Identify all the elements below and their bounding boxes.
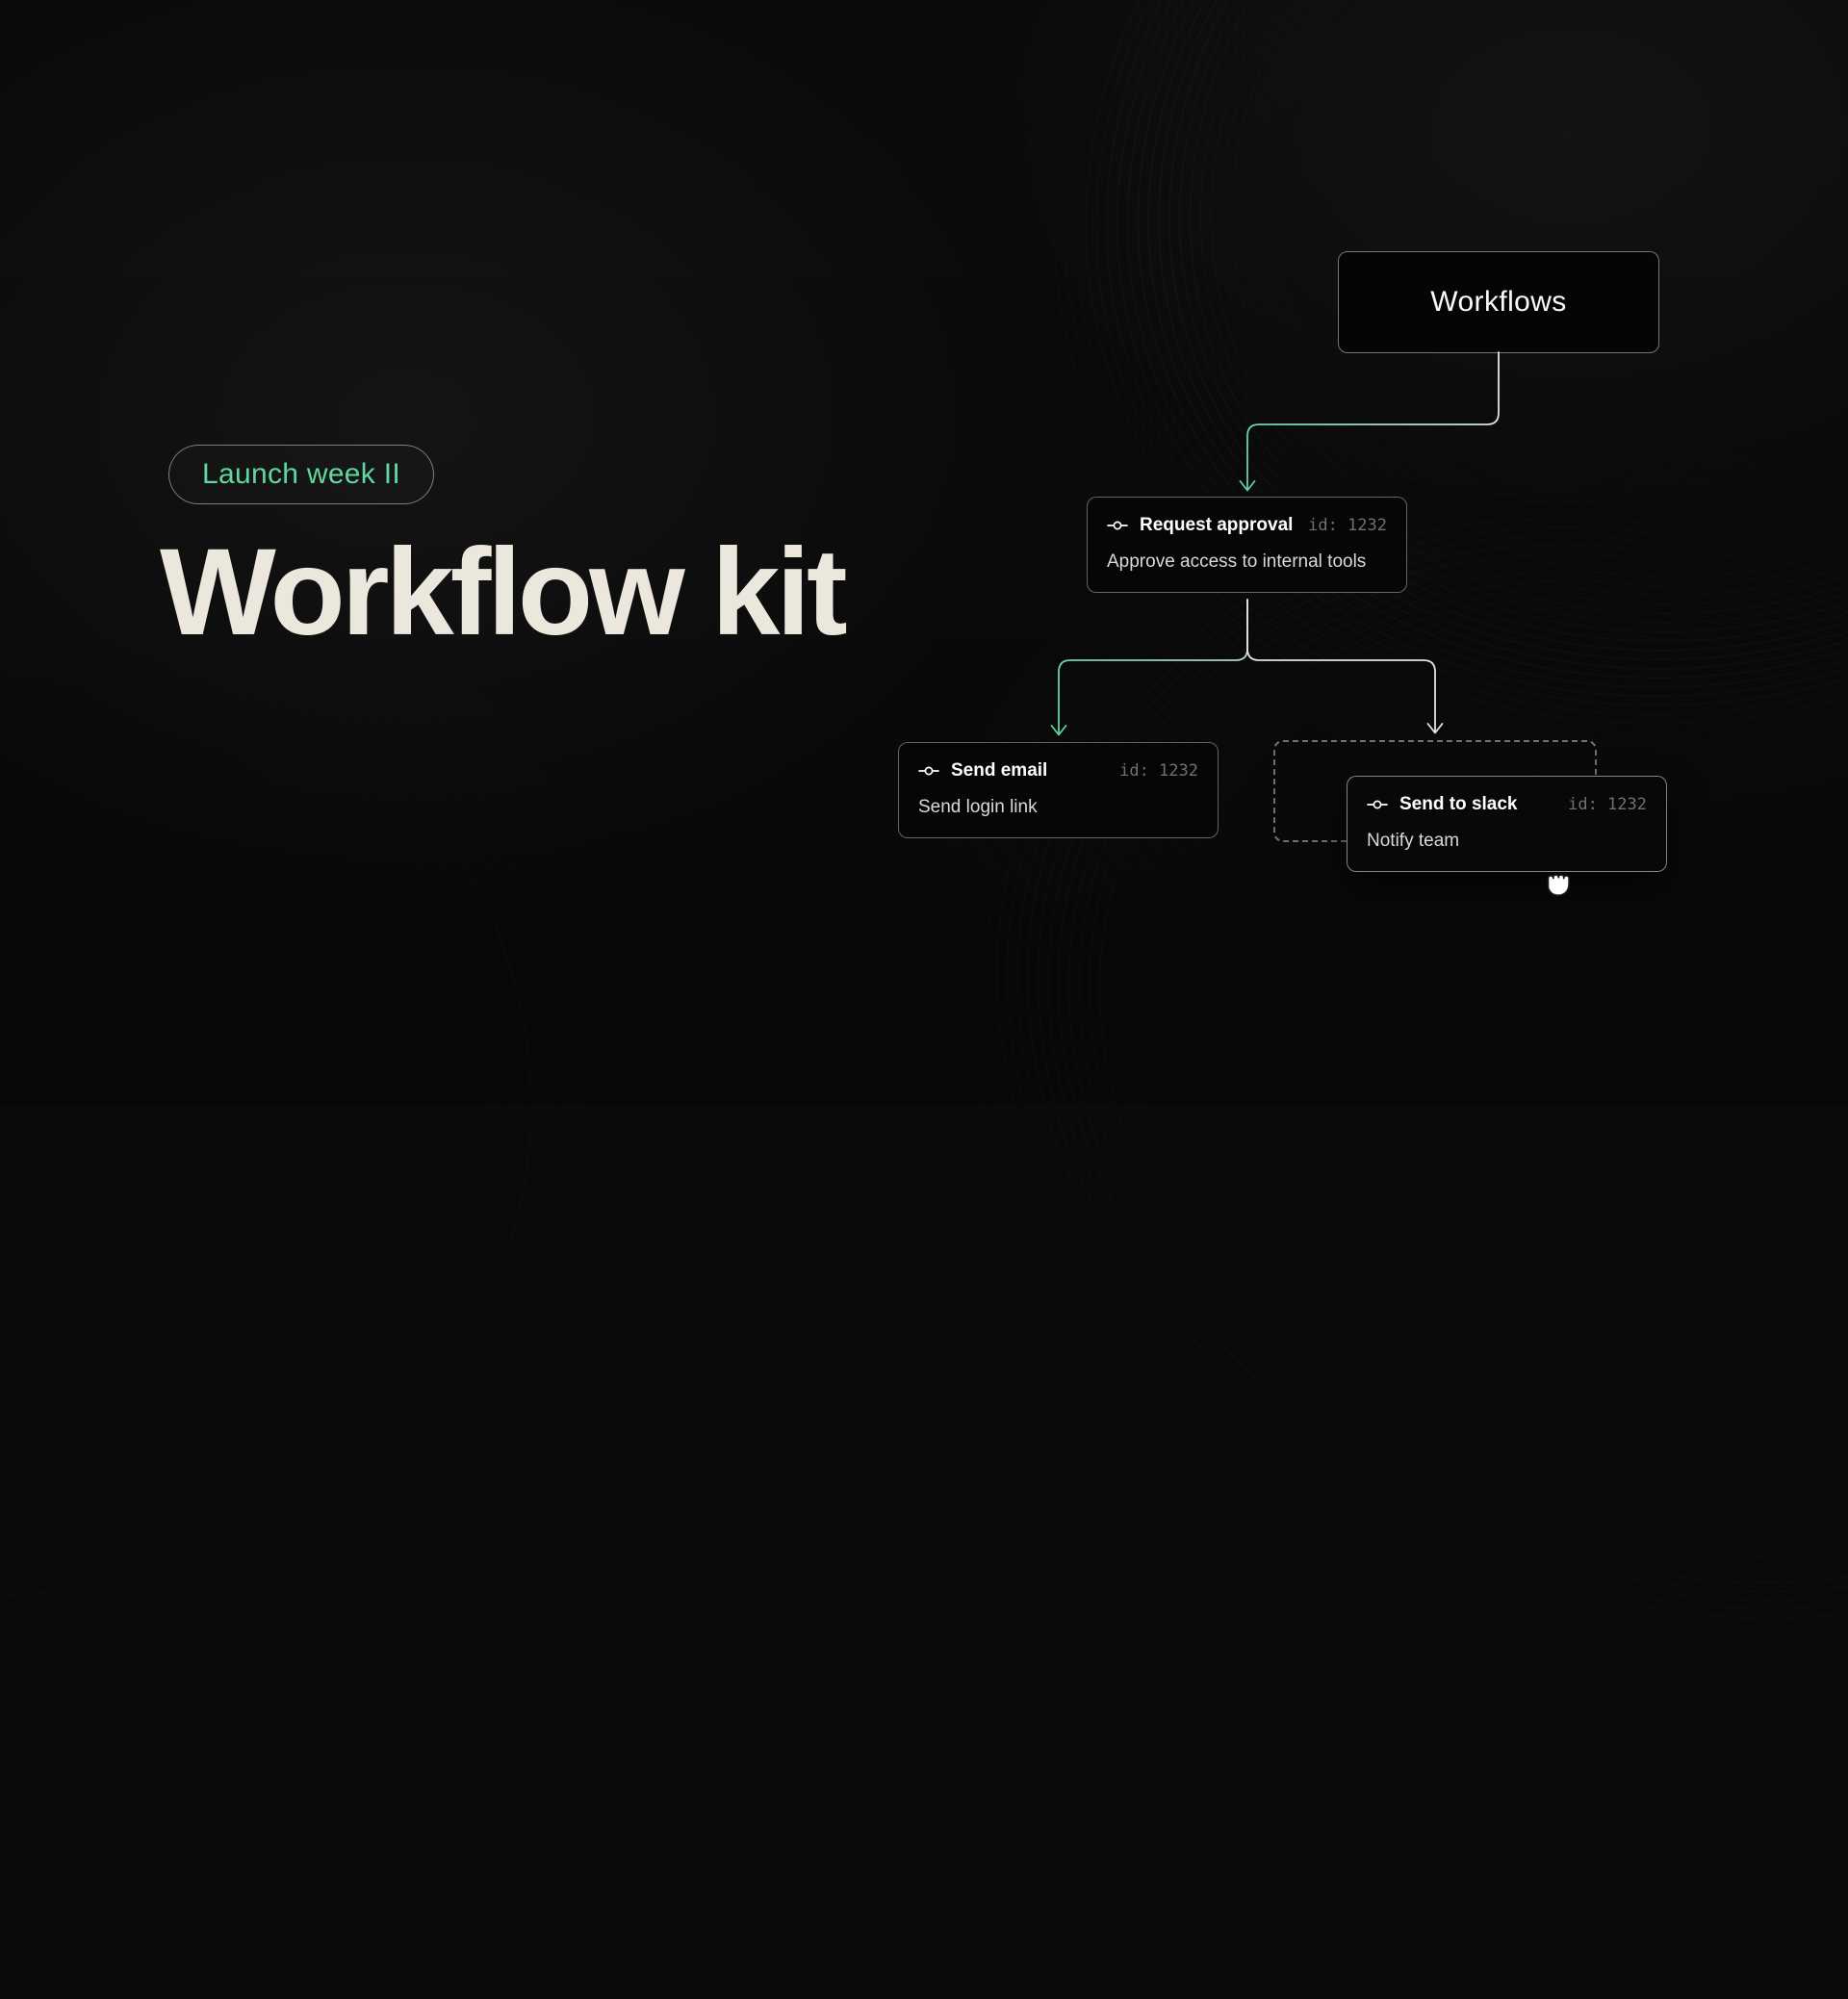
launch-week-badge-label: Launch week II: [202, 458, 400, 490]
node-id-badge: id: 1232: [1308, 516, 1387, 535]
node-send-email[interactable]: Send email id: 1232 Send login link: [898, 742, 1219, 838]
node-title: Send email: [951, 760, 1048, 781]
node-title: Request approval: [1140, 515, 1294, 535]
node-request-approval[interactable]: Request approval id: 1232 Approve access…: [1087, 497, 1407, 593]
workflow-step-icon: [918, 765, 939, 777]
node-id-badge: id: 1232: [1119, 761, 1198, 781]
node-title: Send to slack: [1399, 794, 1518, 814]
node-header: Request approval id: 1232: [1107, 515, 1387, 536]
workflow-step-icon: [1367, 799, 1388, 810]
node-send-to-slack[interactable]: Send to slack id: 1232 Notify team: [1347, 776, 1667, 872]
page-title: Workflow kit: [160, 524, 848, 661]
background-sheen: [0, 0, 1848, 1106]
node-header: Send email id: 1232: [918, 760, 1198, 782]
node-subtitle: Send login link: [918, 797, 1038, 817]
page-content: Launch week II Workflow kit Workflows: [160, 251, 1667, 897]
node-subtitle: Notify team: [1367, 831, 1460, 851]
workflow-step-icon: [1107, 520, 1128, 531]
workflows-root-node[interactable]: Workflows: [1338, 251, 1659, 353]
node-subtitle: Approve access to internal tools: [1107, 551, 1367, 572]
node-header: Send to slack id: 1232: [1367, 794, 1647, 815]
launch-week-badge: Launch week II: [168, 445, 434, 504]
workflows-root-label: Workflows: [1430, 286, 1567, 318]
node-id-badge: id: 1232: [1568, 795, 1647, 814]
